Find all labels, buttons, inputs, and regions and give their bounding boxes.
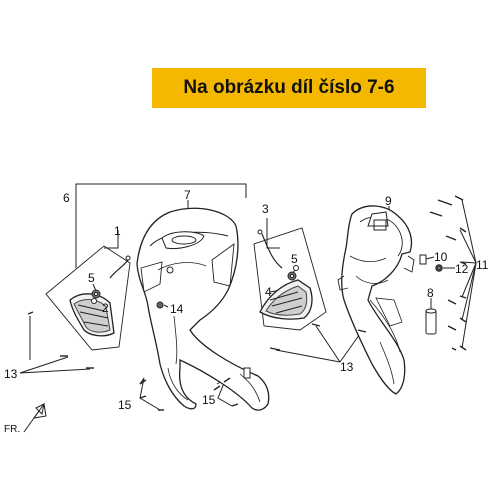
callout-labels: 6 7 1 3 9 5 2 14 5 4 10 12 11 8 13 13 15… bbox=[4, 188, 489, 435]
callout-8: 8 bbox=[427, 286, 434, 300]
inner-panel bbox=[337, 205, 415, 395]
callout-5-left: 5 bbox=[88, 271, 95, 285]
callout-11: 11 bbox=[476, 258, 489, 272]
right-headlight-assembly bbox=[253, 227, 327, 331]
fastener-10-12 bbox=[419, 254, 443, 272]
front-direction-label: FR. bbox=[4, 424, 20, 435]
callout-14: 14 bbox=[170, 302, 184, 316]
callout-13-left: 13 bbox=[4, 367, 18, 381]
callout-7: 7 bbox=[184, 188, 191, 202]
callout-3: 3 bbox=[262, 202, 269, 216]
callout-15-right: 15 bbox=[202, 393, 216, 407]
banner-text: Na obrázku díl číslo 7-6 bbox=[183, 77, 395, 98]
callout-12: 12 bbox=[455, 262, 469, 276]
callout-10: 10 bbox=[434, 250, 448, 264]
callout-4: 4 bbox=[265, 285, 272, 299]
callout-13-right: 13 bbox=[340, 360, 354, 374]
callout-6: 6 bbox=[63, 191, 70, 205]
callout-9: 9 bbox=[385, 194, 392, 208]
left-headlight-assembly bbox=[45, 245, 131, 351]
part-number-banner: Na obrázku díl číslo 7-6 bbox=[152, 68, 426, 108]
callout-2: 2 bbox=[102, 301, 109, 315]
front-cover bbox=[136, 207, 270, 411]
screws-13 bbox=[27, 311, 367, 369]
callout-15-left: 15 bbox=[118, 398, 132, 412]
sleeve-8 bbox=[425, 308, 437, 335]
front-direction-arrow-icon bbox=[23, 402, 47, 433]
callout-5-right: 5 bbox=[291, 252, 298, 266]
callout-1: 1 bbox=[114, 224, 121, 238]
screws-15 bbox=[139, 377, 239, 411]
screws-11 bbox=[429, 195, 467, 351]
